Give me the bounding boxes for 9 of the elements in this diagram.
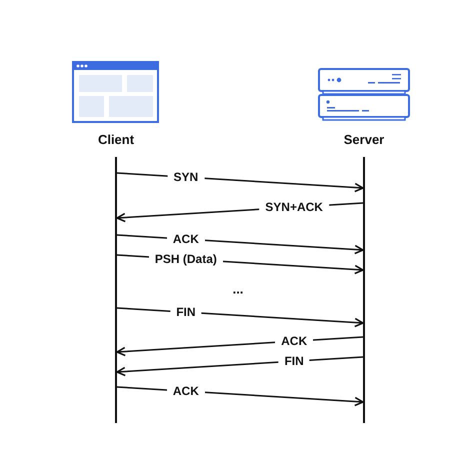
edge-label: ACK	[166, 232, 205, 246]
participant-label: Client	[96, 132, 136, 147]
edge-label: SYN	[168, 170, 204, 184]
participant-label: Server	[342, 132, 386, 147]
edge-label: PSH (Data)	[148, 252, 223, 266]
edge-label: ACK	[275, 334, 314, 348]
ellipsis-text: ...	[232, 282, 244, 296]
edge-label: SYN+ACK	[259, 200, 329, 214]
edge-label: ACK	[166, 384, 205, 398]
